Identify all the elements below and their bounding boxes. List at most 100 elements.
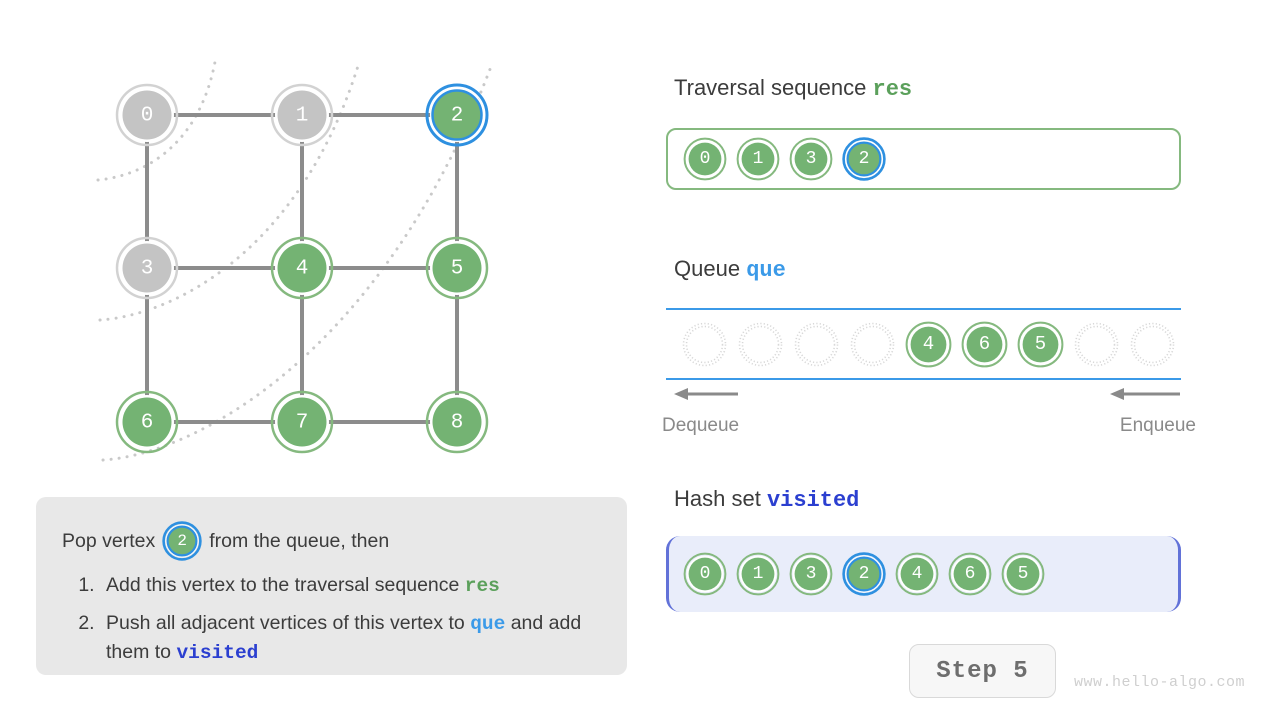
traversal-sequence-varname: res: [872, 77, 913, 102]
graph-node-label: 1: [296, 105, 309, 128]
caption-text: Add this vertex to the traversal sequenc…: [106, 574, 465, 596]
graph-node-outer-ring: [115, 390, 179, 454]
token-body: [1022, 326, 1059, 362]
token-svg: [789, 552, 833, 596]
token-outer-ring: [1001, 552, 1045, 596]
token-body: [166, 525, 198, 557]
queue-title: Queue que: [674, 256, 786, 283]
graph-node-outer-ring: [425, 83, 489, 147]
token-body: [910, 326, 947, 362]
token-label: 2: [177, 532, 188, 550]
token-body: [900, 557, 934, 591]
enqueue-label: Enqueue: [1119, 415, 1196, 436]
token-label: 3: [805, 564, 817, 584]
token-outer-ring: [736, 552, 780, 596]
graph-svg: 0 1 2 3 4 5 6 7 8: [96, 60, 494, 462]
token-svg: [794, 322, 839, 366]
graph-node-5[interactable]: 5: [425, 236, 489, 300]
token-body: [741, 142, 775, 176]
token-dotted-ring-1: [1077, 325, 1116, 363]
graph-node-4[interactable]: 4: [270, 236, 334, 300]
token-vertex-1: 1: [736, 552, 780, 596]
graph-node-body: [432, 243, 482, 293]
token-body: [688, 142, 722, 176]
token-outer-ring: [736, 137, 780, 181]
token-outer-ring: [905, 321, 952, 367]
token-body: [794, 142, 828, 176]
hash-set-title: Hash set visited: [674, 486, 859, 513]
caption-keyword-que: que: [470, 613, 506, 635]
token-vertex-0: 0: [683, 552, 727, 596]
graph-node-outer-ring: [270, 83, 334, 147]
token-label: 4: [922, 333, 935, 355]
graph-nodes: 0 1 2 3 4 5 6 7 8: [115, 83, 489, 454]
token-svg: [736, 137, 780, 181]
graph-node-0[interactable]: 0: [115, 83, 179, 147]
token-body: [966, 326, 1003, 362]
token-empty-slot: [681, 321, 728, 368]
token-label: 6: [964, 564, 976, 584]
graph-node-label: 6: [141, 412, 154, 435]
token-svg: [961, 321, 1008, 367]
token-svg: [683, 552, 727, 596]
token-body: [846, 141, 882, 177]
token-empty-slot: [1073, 321, 1120, 368]
graph-node-body: [277, 243, 327, 293]
token-body: [1006, 557, 1040, 591]
dequeue-label: Dequeue: [662, 415, 740, 436]
token-dotted-ring-1: [797, 325, 836, 363]
token-vertex-6: 6: [961, 321, 1008, 368]
graph-node-outer-ring: [270, 390, 334, 454]
graph-node-2[interactable]: 2: [425, 83, 489, 147]
queue-arrow-svg: [674, 388, 1180, 400]
token-outer-ring: [895, 552, 939, 596]
token-empty-slot: [793, 321, 840, 368]
hash-set-title-text: Hash set: [674, 486, 761, 511]
token-empty-slot: [1129, 321, 1176, 368]
token-vertex-0: 0: [683, 137, 727, 181]
token-dotted-ring-0: [682, 322, 727, 366]
graph-node-8[interactable]: 8: [425, 390, 489, 454]
token-svg: [1017, 321, 1064, 367]
graph-node-body: [431, 89, 483, 141]
graph-node-body: [277, 397, 327, 447]
token-vertex-5: 5: [1001, 552, 1045, 596]
bfs-frontier-curves: [96, 60, 494, 462]
token-svg: [905, 321, 952, 367]
watermark: www.hello-algo.com: [1074, 674, 1246, 691]
graph-node-6[interactable]: 6: [115, 390, 179, 454]
traversal-sequence-title-text: Traversal sequence: [674, 75, 867, 100]
token-outer-ring: [683, 552, 727, 596]
graph-node-7[interactable]: 7: [270, 390, 334, 454]
graph-node-outer-ring: [425, 390, 489, 454]
token-outer-ring: [948, 552, 992, 596]
token-svg: [789, 137, 833, 181]
token-vertex-5: 5: [1017, 321, 1064, 368]
graph-node-1[interactable]: 1: [270, 83, 334, 147]
graph-node-body: [122, 397, 172, 447]
token-label: 1: [752, 149, 764, 169]
token-label: 4: [911, 564, 923, 584]
token-outer-ring: [1017, 321, 1064, 367]
token-outer-ring: [683, 137, 727, 181]
token-svg: [738, 322, 783, 366]
step-badge: Step 5: [909, 644, 1056, 698]
caption-box: Pop vertex 2 from the queue, then Add th…: [36, 497, 627, 675]
graph-node-3[interactable]: 3: [115, 236, 179, 300]
caption-line-1: Pop vertex 2 from the queue, then: [62, 521, 601, 561]
caption-suffix: from the queue, then: [209, 529, 390, 552]
token-empty-slot: [737, 321, 784, 368]
caption-step-item: Add this vertex to the traversal sequenc…: [100, 571, 601, 600]
graph-node-label: 0: [141, 105, 154, 128]
enqueue-arrow-head: [1110, 388, 1124, 400]
token-body: [688, 557, 722, 591]
token-vertex-4: 4: [905, 321, 952, 368]
token-dotted-ring-1: [1133, 325, 1172, 363]
token-dotted-ring-0: [1130, 322, 1175, 366]
token-body: [741, 557, 775, 591]
token-body: [794, 557, 828, 591]
token-svg: [1001, 552, 1045, 596]
